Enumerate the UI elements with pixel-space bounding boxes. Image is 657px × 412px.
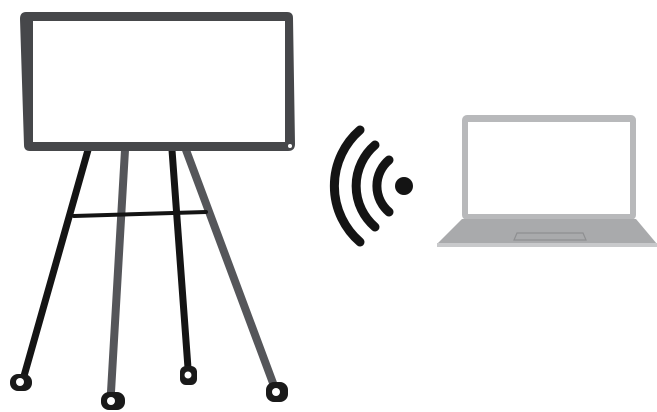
stand-leg-back-right	[186, 150, 273, 383]
signal-dot	[395, 177, 413, 195]
signal-arc-small	[377, 160, 389, 212]
laptop-base-edge	[437, 243, 657, 247]
laptop-icon	[437, 115, 657, 247]
stand-leg-front-center	[111, 150, 125, 392]
stand-leg-front-left	[24, 150, 88, 376]
display-panel	[20, 12, 295, 151]
rolling-stand-display-icon	[10, 12, 295, 410]
wireless-signal-icon	[334, 130, 413, 242]
wheel-icon	[101, 392, 125, 410]
stand-wheels	[10, 366, 288, 410]
laptop-screen	[468, 122, 630, 214]
display-screen	[33, 21, 285, 142]
wheel-icon	[266, 382, 288, 402]
wheel-icon	[10, 374, 32, 391]
stand-legs	[24, 150, 273, 392]
stand-crossbar	[74, 212, 206, 216]
signal-arc-medium	[356, 145, 375, 227]
stand-leg-back-center	[172, 150, 188, 368]
wheel-icon	[180, 366, 197, 385]
display-indicator-light	[288, 144, 292, 148]
